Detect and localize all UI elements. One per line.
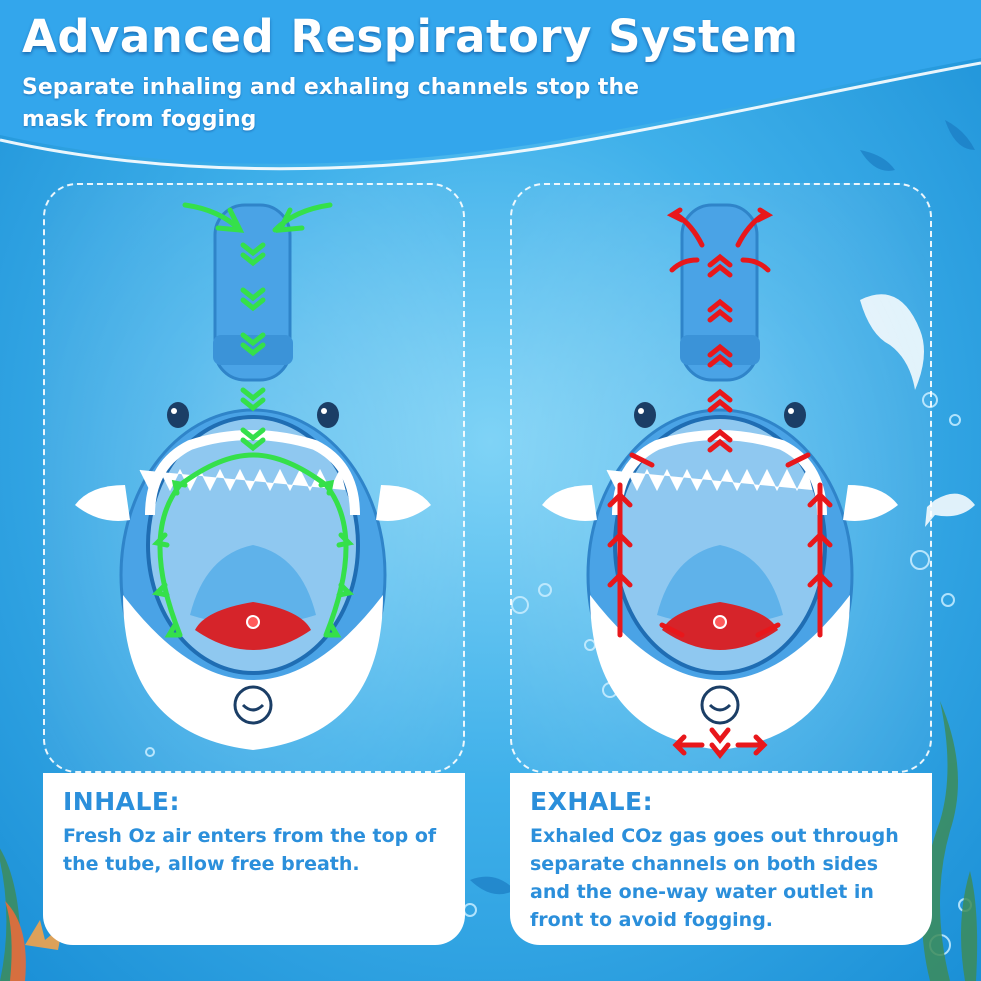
exhale-heading: EXHALE: — [530, 787, 654, 816]
inhale-card: INHALE: Fresh Oz air enters from the top… — [43, 773, 465, 945]
inhale-arrows — [151, 202, 355, 638]
inhale-heading: INHALE: — [63, 787, 181, 816]
snorkel-mask-inhale-illustration — [75, 202, 431, 750]
exhale-panel — [510, 183, 932, 773]
inhale-description: Fresh Oz air enters from the top of the … — [63, 825, 437, 875]
inhale-panel — [43, 183, 465, 773]
page-subtitle: Separate inhaling and exhaling channels … — [22, 75, 640, 132]
header: Advanced Respiratory System Separate inh… — [0, 0, 981, 165]
exhale-description: Exhaled COz gas goes out through separat… — [530, 825, 899, 931]
exhale-arrows — [607, 207, 833, 760]
exhale-card: EXHALE: Exhaled COz gas goes out through… — [510, 773, 932, 945]
snorkel-mask-exhale-illustration — [542, 203, 898, 760]
fish-icon — [860, 294, 975, 527]
page-title: Advanced Respiratory System — [22, 10, 799, 63]
